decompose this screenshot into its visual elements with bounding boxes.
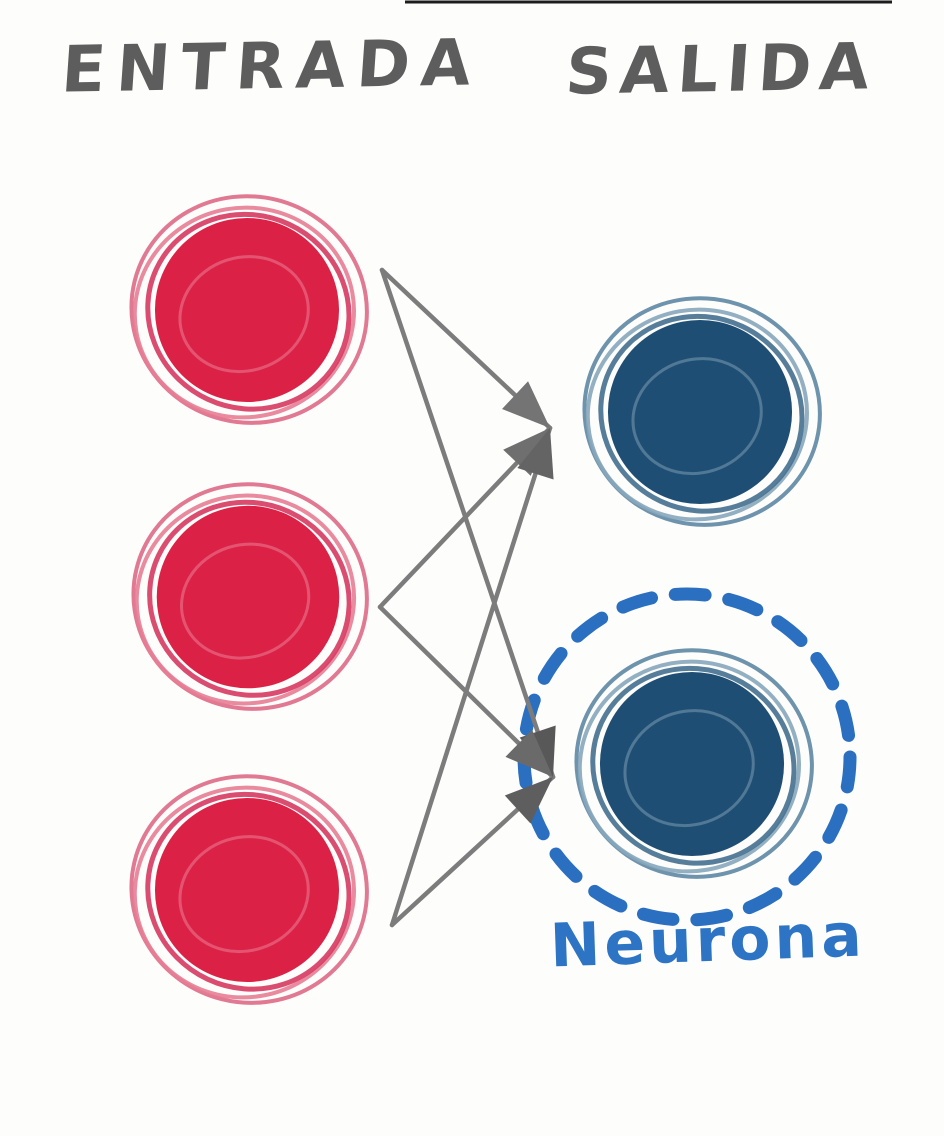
output-1-node bbox=[582, 296, 822, 527]
input-1-node-sketch-ring bbox=[132, 205, 356, 420]
input-3-node-core bbox=[154, 797, 340, 983]
output-1-node-sketch-ring bbox=[585, 307, 809, 522]
arrowhead-input-1-output-1 bbox=[502, 381, 550, 428]
output-2-node bbox=[574, 648, 814, 879]
output-2-node-core bbox=[599, 671, 785, 857]
output-2-node-sketch-ring bbox=[574, 648, 814, 879]
arrowhead-input-2-output-1 bbox=[503, 428, 550, 476]
input-1-node-core bbox=[154, 217, 340, 403]
input-2-node-sketch-ring bbox=[131, 482, 369, 711]
input-1-node-scribble bbox=[178, 255, 310, 374]
input-3-node-scribble bbox=[178, 835, 310, 954]
edge-input-1-output-2 bbox=[379, 267, 556, 780]
input-3-node bbox=[129, 774, 369, 1005]
output-1-node-core bbox=[607, 319, 793, 505]
input-3-node-sketch-ring bbox=[129, 774, 369, 1005]
input-1-node-sketch-ring bbox=[129, 194, 369, 425]
input-2-node-scribble bbox=[180, 542, 311, 660]
input-2-node-core bbox=[156, 505, 340, 689]
input-2-node-sketch-ring bbox=[147, 499, 352, 698]
input-2-node bbox=[131, 482, 369, 711]
input-1-node-sketch-ring bbox=[145, 211, 352, 412]
output-1-node-scribble bbox=[631, 357, 763, 476]
output-2-node-sketch-ring bbox=[590, 665, 797, 866]
input-1-node bbox=[129, 194, 369, 425]
output-2-node-scribble bbox=[623, 709, 755, 828]
arrowhead-input-3-output-2 bbox=[504, 777, 553, 824]
input-3-node-sketch-ring bbox=[145, 791, 352, 992]
output-1-node-sketch-ring bbox=[582, 296, 822, 527]
edge-input-3-output-1 bbox=[389, 425, 553, 928]
input-2-node-sketch-ring bbox=[134, 493, 357, 706]
output-1-node-sketch-ring bbox=[598, 313, 805, 514]
neuron-annotation-label: Neurona bbox=[548, 900, 867, 982]
input-3-node-sketch-ring bbox=[132, 785, 356, 1000]
arrowhead-input-2-output-2 bbox=[505, 729, 553, 777]
output-2-node-sketch-ring bbox=[577, 659, 801, 874]
arrowhead-input-3-output-1 bbox=[517, 428, 554, 480]
